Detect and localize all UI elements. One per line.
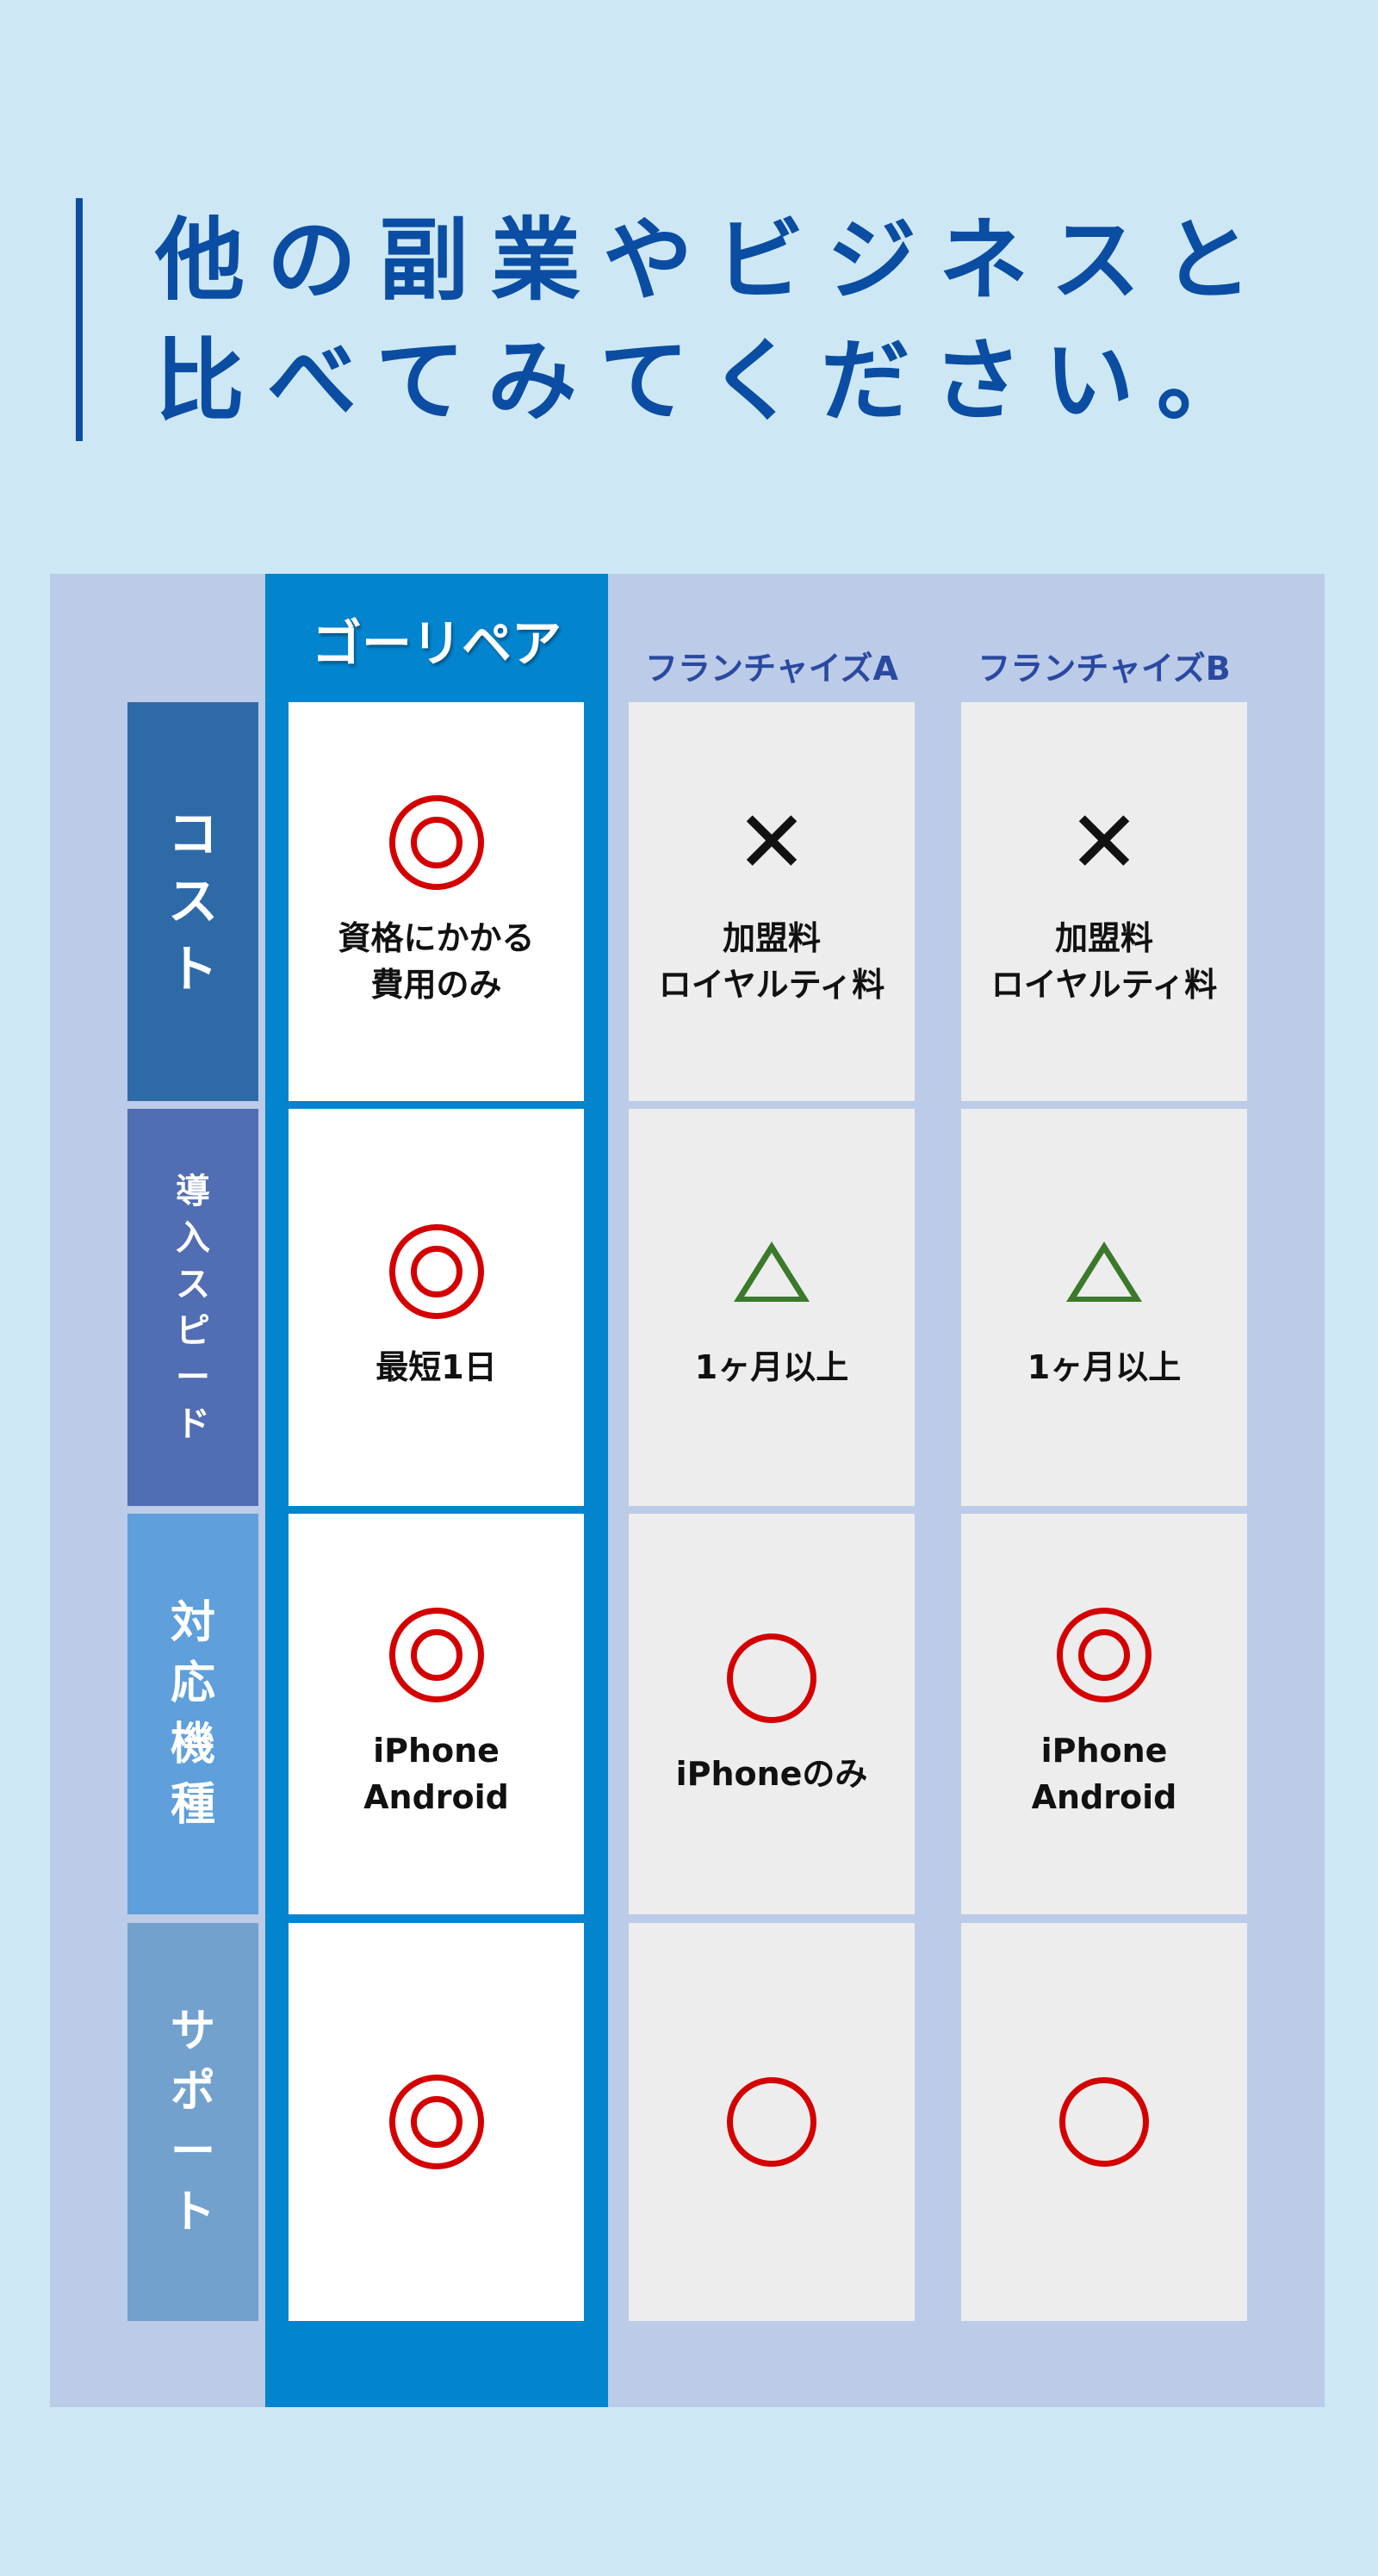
double-circle-icon xyxy=(388,1223,484,1319)
row-label-char: ー xyxy=(176,1357,210,1397)
row-label-char: コ xyxy=(167,805,218,864)
cell-text: iPhone xyxy=(1040,1732,1168,1770)
cell-gorepair: 資格にかかる費用のみ xyxy=(289,702,584,1101)
header-franchise-b: フランチャイズB xyxy=(978,650,1231,688)
cell-text: 費用のみ xyxy=(370,965,502,1004)
row-label-char: 対 xyxy=(170,1597,215,1650)
double-circle-icon xyxy=(388,1608,484,1703)
title-accent-bar xyxy=(76,198,83,441)
row-label-char: 機 xyxy=(170,1718,215,1770)
row-label-char: 応 xyxy=(170,1658,215,1710)
row-label-char: ド xyxy=(176,1403,210,1444)
row-label: コスト xyxy=(127,702,258,1101)
cell-text: Android xyxy=(363,1777,509,1816)
cell-text: 加盟料 xyxy=(722,919,821,958)
cell-text: 加盟料 xyxy=(1054,919,1153,958)
cell-text: 1ヶ月以上 xyxy=(694,1347,849,1386)
cell-text: iPhone xyxy=(373,1732,500,1770)
circle-shape xyxy=(727,2077,816,2167)
cell-b: ✕ 加盟料ロイヤルティ料 xyxy=(961,702,1247,1101)
triangle-icon xyxy=(1057,1224,1151,1319)
row-label-char: 種 xyxy=(170,1778,215,1831)
cell-text: 1ヶ月以上 xyxy=(1027,1347,1182,1386)
row-label: 対応機種 xyxy=(127,1514,258,1914)
circle-shape xyxy=(727,1633,816,1723)
cell-text: 最短1日 xyxy=(376,1347,497,1386)
cell-a: iPhoneのみ xyxy=(629,1514,915,1914)
cell-text: 資格にかかる xyxy=(338,919,535,958)
circle-icon xyxy=(724,2075,819,2169)
double-circle-icon xyxy=(388,795,484,891)
cross-icon: ✕ xyxy=(736,792,808,893)
title-line-1: 他の副業やビジネスと xyxy=(155,208,1276,313)
row-label-char: ポ xyxy=(170,2065,215,2118)
triangle-icon xyxy=(724,1224,819,1319)
cell-text: ロイヤルティ料 xyxy=(658,965,885,1004)
cell-gorepair: 最短1日 xyxy=(289,1109,584,1506)
page-title: 他の副業やビジネスと 比べてみてください。 xyxy=(155,200,1275,441)
row-label-char: 入 xyxy=(176,1217,210,1258)
title-line-2: 比べてみてください。 xyxy=(155,328,1269,433)
cell-a: 1ヶ月以上 xyxy=(629,1109,915,1506)
cell-b: 1ヶ月以上 xyxy=(961,1109,1247,1506)
row-label: 導入スピード xyxy=(127,1109,258,1506)
header-gorepair: ゴーリペア xyxy=(311,614,562,673)
double-circle-icon xyxy=(388,2075,484,2169)
circle-icon xyxy=(724,1631,819,1726)
row-label-char: ト xyxy=(170,2187,215,2239)
row-label: サポート xyxy=(127,1923,258,2321)
cell-b xyxy=(961,1923,1247,2321)
cross-icon: ✕ xyxy=(1068,792,1140,893)
cell-a xyxy=(629,1923,915,2321)
cell-text: iPhoneのみ xyxy=(675,1754,868,1793)
row-label-char: サ xyxy=(170,2005,215,2057)
cell-a: ✕ 加盟料ロイヤルティ料 xyxy=(629,702,915,1101)
row-label-char: ー xyxy=(170,2126,215,2178)
row-label-char: ト xyxy=(167,939,218,999)
circle-shape xyxy=(1059,2077,1149,2167)
triangle-shape xyxy=(734,1241,810,1302)
row-label-char: 導 xyxy=(176,1171,210,1211)
cell-text: ロイヤルティ料 xyxy=(990,965,1218,1004)
row-label-char: ピ xyxy=(176,1310,210,1351)
row-label-char: ス xyxy=(176,1264,210,1304)
double-circle-icon xyxy=(1057,1608,1151,1703)
cell-text: Android xyxy=(1031,1777,1177,1816)
header-franchise-a: フランチャイズA xyxy=(645,650,898,688)
cell-gorepair xyxy=(289,1923,584,2321)
triangle-shape xyxy=(1066,1241,1142,1302)
row-label-char: ス xyxy=(167,872,218,931)
circle-icon xyxy=(1057,2075,1151,2169)
